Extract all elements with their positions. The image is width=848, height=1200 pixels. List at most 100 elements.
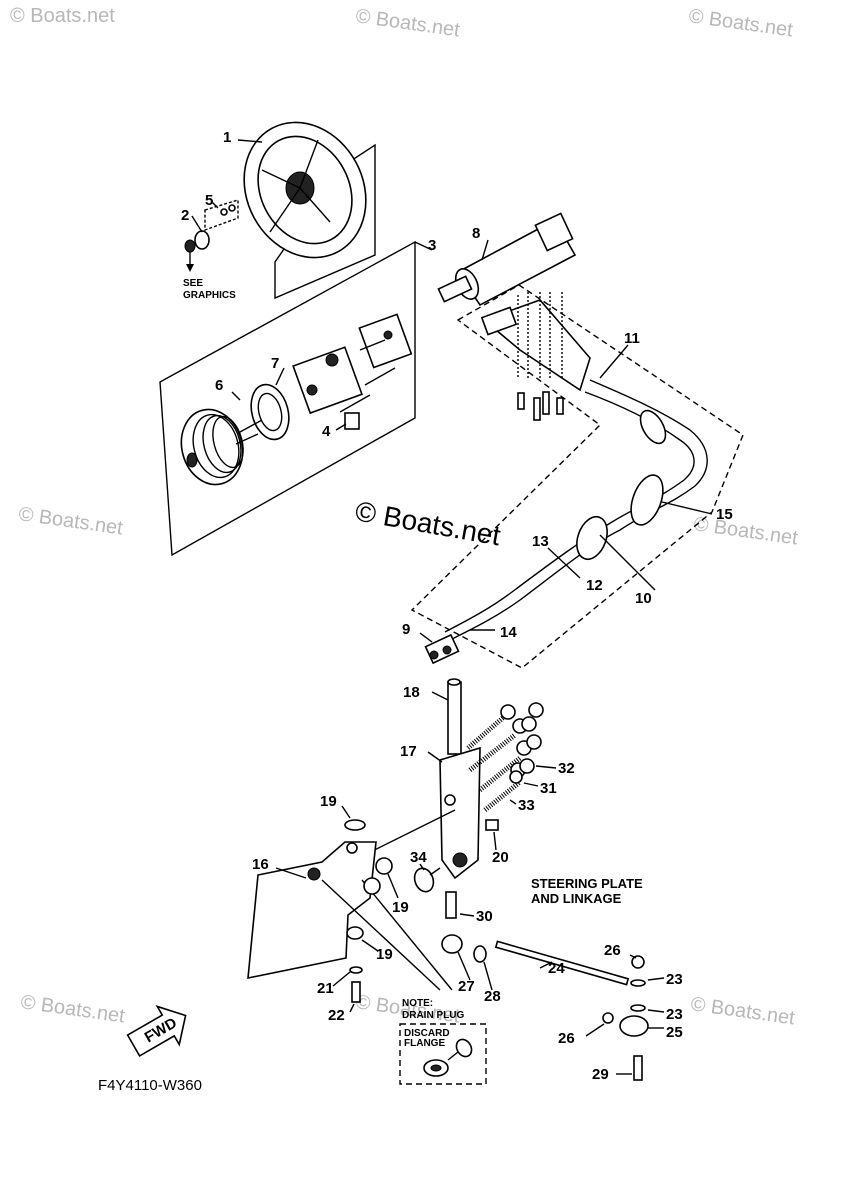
callout-1: 1	[223, 129, 231, 146]
bushing-19-top	[344, 819, 366, 831]
watermark: © Boats.net	[689, 993, 796, 1029]
callout-17: 17	[400, 743, 417, 760]
plug-pin	[429, 867, 441, 876]
callout-3: 3	[428, 237, 436, 254]
watermark: © Boats.net	[19, 991, 126, 1027]
wheel-cap	[184, 239, 196, 253]
callout-20: 20	[492, 849, 509, 866]
plate-hole	[346, 842, 358, 854]
helm-bolt	[359, 339, 386, 351]
leader-8	[481, 239, 489, 261]
callout-30: 30	[476, 908, 493, 925]
cable-end-fitting	[424, 633, 460, 665]
helm-ring-inner	[257, 392, 283, 432]
helm-gear	[325, 353, 339, 367]
wheel-nut	[194, 230, 210, 250]
helm-mount-plate	[358, 313, 413, 369]
callout-10: 10	[635, 590, 652, 607]
callout-18: 18	[403, 684, 420, 701]
steering-arm-17	[439, 746, 481, 880]
helm-screw	[235, 433, 259, 445]
callout-27: 27	[458, 978, 475, 995]
helm-panel-outline	[159, 240, 416, 557]
leader-23	[647, 1009, 665, 1013]
leader-24	[539, 961, 553, 969]
helm-body	[292, 346, 363, 415]
leader-27	[457, 951, 471, 981]
tie-rod-24	[494, 940, 630, 986]
leader-9	[419, 632, 433, 643]
helm-boss	[383, 330, 393, 340]
callout-8: 8	[472, 225, 480, 242]
watermark: © Boats.net	[692, 513, 799, 549]
steering-wheel-group	[184, 121, 376, 300]
cable-main	[449, 379, 708, 641]
cable-assembly-outline	[410, 284, 744, 669]
callout-32: 32	[558, 760, 575, 777]
watermark: © Boats.net	[354, 5, 461, 41]
bolt-22	[351, 981, 361, 1003]
leader-32	[535, 765, 557, 769]
cable-group	[410, 212, 744, 669]
callout-23: 23	[666, 1006, 683, 1023]
nut	[228, 204, 236, 212]
bezel-center	[186, 452, 198, 468]
callout-7: 7	[271, 355, 279, 372]
leader-17	[427, 751, 443, 763]
steering-shaft-18	[447, 681, 462, 755]
washer-23	[630, 1004, 646, 1012]
housing-cap	[480, 306, 518, 336]
callout-28: 28	[484, 988, 501, 1005]
leader-28	[483, 961, 493, 991]
callout-34: 34	[410, 849, 427, 866]
callout-12: 12	[586, 577, 603, 594]
leader-34	[419, 863, 425, 871]
callout-26: 26	[604, 942, 621, 959]
note-box-line1: DISCARD	[404, 1028, 450, 1039]
nut-26	[602, 1012, 614, 1024]
studs-33	[466, 714, 522, 812]
callout-5: 5	[205, 192, 213, 209]
leader-3	[414, 241, 433, 251]
bezel-ribs	[192, 413, 244, 479]
plug-thread	[447, 1051, 459, 1061]
callout-31: 31	[540, 780, 557, 797]
bolt	[542, 391, 550, 415]
callout-29: 29	[592, 1066, 609, 1083]
washer-28	[473, 945, 487, 963]
nut-26-top	[631, 955, 645, 969]
callout-11: 11	[624, 330, 640, 347]
nut	[220, 208, 228, 216]
watermark-layer: © Boats.net © Boats.net © Boats.net © Bo…	[10, 5, 800, 1030]
steering-plate-16	[247, 841, 377, 980]
leader-2	[191, 215, 203, 233]
helm-clip	[344, 412, 360, 430]
note-box	[399, 1023, 487, 1085]
leader-22	[349, 1003, 355, 1013]
callout-14: 14	[500, 624, 517, 641]
actuator-shaft	[437, 275, 473, 303]
plate-pivot	[307, 867, 321, 881]
section-title-line1: STEERING PLATE	[531, 876, 643, 891]
watermark: © Boats.net	[10, 5, 115, 27]
nut-washer-set	[204, 199, 239, 231]
cable-boot	[639, 409, 667, 445]
bushing-19-low	[346, 926, 364, 940]
fwd-arrow: FWD	[126, 1005, 187, 1057]
callout-6: 6	[215, 377, 223, 394]
callout-23: 23	[666, 971, 683, 988]
bolt	[517, 392, 525, 410]
center-watermark: © Boats.net	[353, 495, 503, 551]
bushing-19	[375, 857, 393, 875]
diagram-code: F4Y4110-W360	[98, 1077, 202, 1094]
callout-15: 15	[716, 506, 733, 523]
cable-fasteners	[517, 292, 564, 421]
bolt	[533, 397, 541, 421]
callout-16: 16	[252, 856, 269, 873]
leader-18	[431, 691, 449, 701]
helm-gear	[306, 384, 318, 396]
bolt-30	[445, 891, 457, 919]
helm-ring	[250, 383, 290, 441]
rod-end-25	[619, 1015, 649, 1037]
